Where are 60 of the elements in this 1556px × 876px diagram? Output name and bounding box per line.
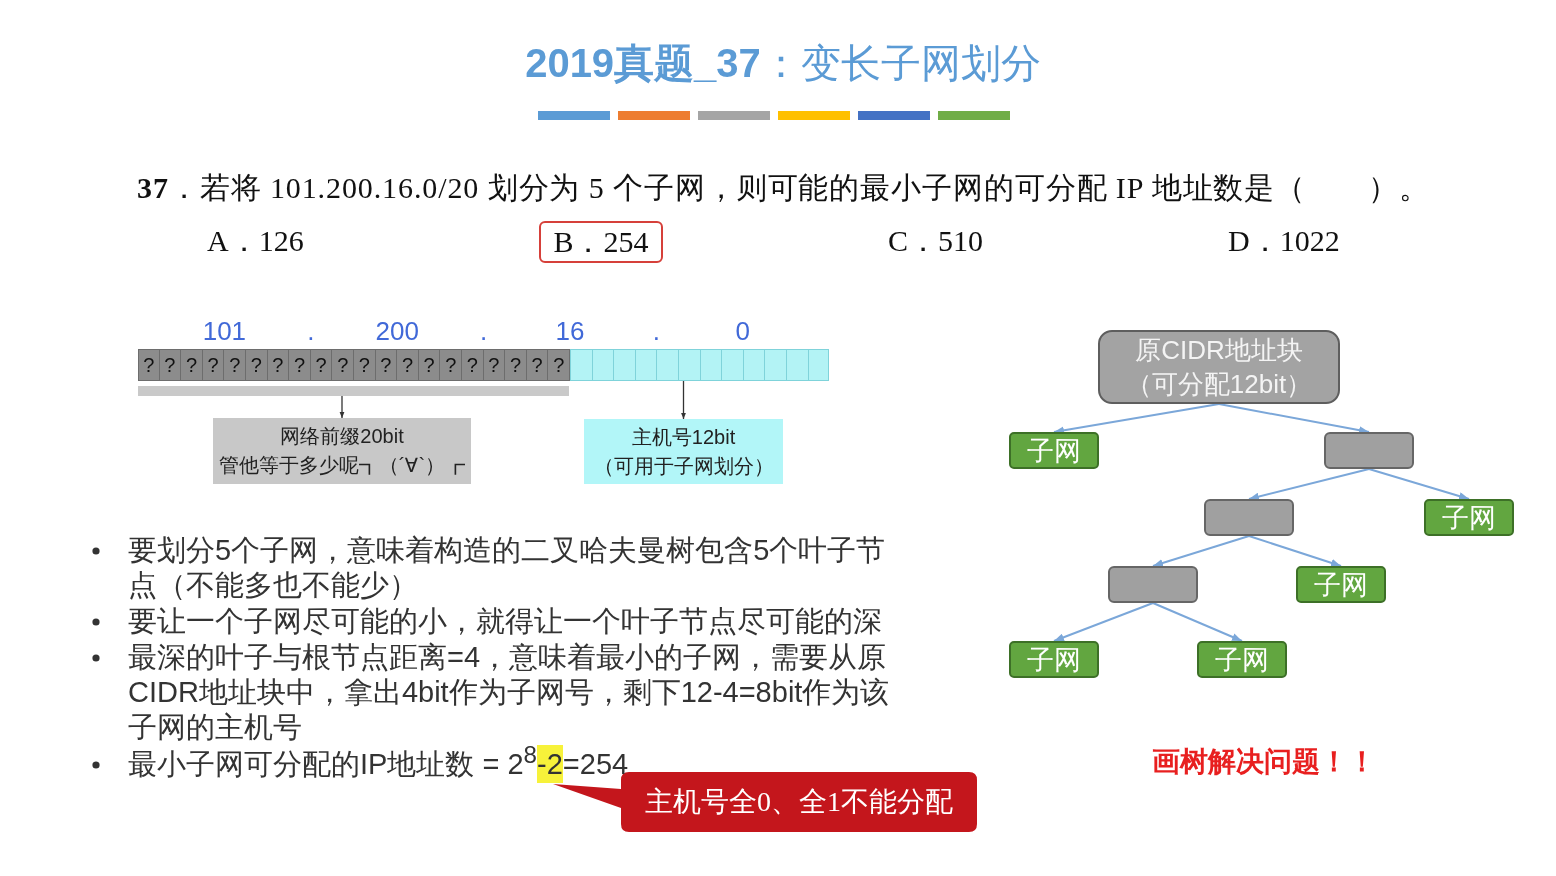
bit-cell: ? [526,349,549,381]
dot-separator: . [307,315,315,347]
subnet-box: 子网 [1197,641,1287,678]
arrow [1248,535,1342,567]
arrow [1218,403,1370,435]
option-text: A．126 [207,223,304,259]
dot-separator: . [480,315,488,347]
bit-cell: ? [202,349,225,381]
arrow [1152,602,1243,642]
marked-option: B．254 [539,221,663,263]
octet-number: 101 [202,315,247,347]
octet-number: 0 [735,315,751,347]
bit-cell: ? [418,349,441,381]
subnet-box: 子网 [1296,566,1386,603]
bit-cell: ? [332,349,354,381]
tree-node-box [1204,499,1294,536]
bit-cell: ? [397,349,419,381]
bullet-text: 要让一个子网尽可能的小，就得让一个叶子节点尽可能的深 [128,604,883,639]
tree-node-box [1108,566,1198,603]
bit-cell: ? [181,349,203,381]
bit-cell: ? [159,349,182,381]
host-bits-strip [570,349,830,381]
octet-number: 16 [555,315,585,347]
title: 2019真题_37：变长子网划分 [525,40,1041,87]
arrow [1053,403,1220,435]
bit-cell: ? [440,349,462,381]
arrow [1053,602,1154,642]
prefix-bar [138,386,569,396]
callout-box: 网络前缀20bit 管他等于多少呢┓（´∀`）┏ [213,418,471,484]
bit-cell: ? [483,349,506,381]
bit-cell: ? [375,349,398,381]
bit-cell: ? [267,349,290,381]
octet-number: 200 [375,315,419,347]
note-text: 画树解决问题！！ [1152,745,1376,779]
tree-node-box [1324,432,1414,469]
subnet-box: 子网 [1009,432,1099,469]
dot-separator: . [652,315,660,347]
bullet-text: 最深的叶子与根节点距离=4，意味着最小的子网，需要从原CIDR地址块中，拿出4bit作为子网号，剩下12-4=8bit作为该子网的主机号 [128,640,891,745]
leader-arrow [339,395,345,419]
root-node-box: 原CIDR地址块 （可分配12bit） [1098,330,1340,404]
bullet-text: 要划分5个子网，意味着构造的二叉哈夫曼树包含5个叶子节点（不能多也不能少） [128,533,887,603]
bit-cell: ? [289,349,311,381]
arrow [1152,535,1250,567]
arrow [1368,468,1470,500]
bit-cell: ? [548,349,570,381]
bit-cell: ? [505,349,527,381]
bit-cell: ? [224,349,246,381]
bit-cell: ? [354,349,376,381]
leader-arrow [680,380,687,420]
subnet-box: 子网 [1009,641,1099,678]
question-text: 37．若将 101.200.16.0/20 划分为 5 个子网，则可能的最小子网的可分配 IP 地址数是（ ）。 [137,170,1430,206]
option-text: D．1022 [1228,223,1340,259]
bit-cell: ? [310,349,333,381]
callout-box: 主机号12bit （可用于子网划分） [584,419,783,484]
bit-cell: ? [246,349,268,381]
arrow [1248,468,1370,501]
bit-cell: ? [462,349,484,381]
option-text: C．510 [888,223,983,259]
subnet-box: 子网 [1424,499,1514,536]
bit-cell: ? [138,349,160,381]
